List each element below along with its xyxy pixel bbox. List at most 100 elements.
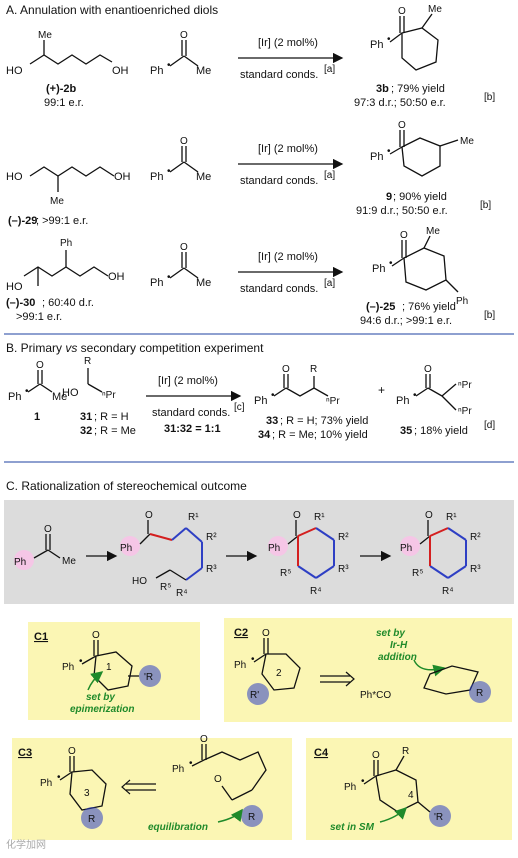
- arrow-row3: [Ir] (2 mol%) standard conds. [a]: [238, 251, 344, 295]
- svg-text:Me: Me: [50, 196, 64, 207]
- arrow-b: [Ir] (2 mol%) standard conds. [c] 31:32 …: [146, 375, 245, 435]
- svg-text:O: O: [398, 6, 406, 17]
- svg-text:R³: R³: [206, 564, 217, 575]
- acetophenone-row2: Ph • O Me: [150, 136, 211, 183]
- svg-text:standard conds.: standard conds.: [152, 407, 230, 419]
- prod-3b-name: 3b: [376, 83, 389, 95]
- svg-text:Ph: Ph: [344, 782, 356, 793]
- svg-text:set by: set by: [86, 692, 115, 703]
- svg-text:Me: Me: [62, 556, 76, 567]
- svg-text:; R = Me: ; R = Me: [94, 425, 136, 437]
- svg-text:R: R: [248, 812, 255, 823]
- svg-text:standard conds.: standard conds.: [240, 175, 318, 187]
- svg-text:Ph: Ph: [60, 238, 72, 249]
- svg-text:33: 33: [266, 415, 278, 427]
- svg-text:[b]: [b]: [484, 92, 495, 103]
- svg-text:[b]: [b]: [480, 200, 491, 211]
- svg-text:•: •: [79, 656, 83, 667]
- section-a-title: A. Annulation with enantioenriched diols: [6, 3, 218, 17]
- svg-text:HO: HO: [6, 65, 23, 77]
- svg-text:Ph: Ph: [8, 391, 21, 403]
- svg-text:•: •: [189, 758, 193, 769]
- svg-text:O: O: [400, 230, 408, 241]
- svg-text:2: 2: [276, 668, 282, 679]
- svg-text:91:9 d.r.; 50:50 e.r.: 91:9 d.r.; 50:50 e.r.: [356, 205, 448, 217]
- svg-text:Ph: Ph: [150, 277, 163, 289]
- svg-text:Ir-H: Ir-H: [390, 640, 408, 651]
- svg-text:R²: R²: [206, 532, 217, 543]
- arrow-row2: [Ir] (2 mol%) standard conds. [a]: [238, 143, 344, 187]
- svg-text:HO: HO: [62, 387, 79, 399]
- svg-text:O: O: [200, 734, 208, 745]
- svg-text:; 18% yield: ; 18% yield: [414, 425, 468, 437]
- svg-text:[Ir] (2 mol%): [Ir] (2 mol%): [258, 143, 318, 155]
- svg-text:35: 35: [400, 425, 412, 437]
- svg-text:Ph: Ph: [234, 660, 246, 671]
- svg-text:[b]: [b]: [484, 310, 495, 321]
- panel-c1: C1 Ph • O 1 'R set by epimerization: [28, 622, 200, 720]
- svg-text:C3: C3: [18, 747, 32, 759]
- svg-text:[Ir] (2 mol%): [Ir] (2 mol%): [258, 37, 318, 49]
- svg-text:; >99:1 e.r.: ; >99:1 e.r.: [36, 215, 88, 227]
- product-35: Ph • O ⁿPr ⁿPr 35 ; 18% yield [d]: [396, 364, 495, 437]
- svg-text:C4: C4: [314, 747, 329, 759]
- sm-30-name: (–)-30: [6, 297, 35, 309]
- svg-text:>99:1 e.r.: >99:1 e.r.: [16, 311, 62, 323]
- svg-text:ⁿPr: ⁿPr: [326, 396, 340, 407]
- svg-text:R: R: [88, 814, 95, 825]
- svg-text:ⁿPr: ⁿPr: [458, 406, 472, 417]
- svg-text:R⁴: R⁴: [442, 586, 454, 597]
- products-33-34: Ph • O R ⁿPr 33 ; R = H; 73% yield 34 ; …: [254, 364, 368, 441]
- diol-30: HO Ph OH (–)-30 ; 60:40 d.r. >99:1 e.r.: [6, 238, 125, 323]
- mech-cyclohexene: Ph O R¹ R² R³ R⁴ R⁵: [268, 510, 349, 597]
- svg-text:standard conds.: standard conds.: [240, 69, 318, 81]
- svg-text:O: O: [398, 120, 406, 131]
- svg-text:Ph: Ph: [254, 395, 267, 407]
- svg-text:; 76% yield: ; 76% yield: [402, 301, 456, 313]
- svg-text:R⁵: R⁵: [412, 568, 423, 579]
- svg-text:O: O: [36, 360, 44, 371]
- svg-text:Me: Me: [52, 391, 67, 403]
- svg-text:1: 1: [34, 411, 40, 423]
- svg-text:R: R: [310, 364, 317, 375]
- svg-text:Me: Me: [196, 277, 211, 289]
- svg-text:O: O: [372, 750, 380, 761]
- svg-text:Ph: Ph: [396, 395, 409, 407]
- svg-text:[a]: [a]: [324, 64, 335, 75]
- svg-text:O: O: [180, 242, 188, 253]
- svg-text:Me: Me: [196, 171, 211, 183]
- svg-text:set by: set by: [376, 628, 405, 639]
- svg-text:O: O: [180, 136, 188, 147]
- svg-text:HO: HO: [132, 576, 147, 587]
- svg-text:R⁵: R⁵: [280, 568, 291, 579]
- arrow-row1: [Ir] (2 mol%) standard conds. [a]: [238, 37, 344, 81]
- svg-text:Me: Me: [426, 226, 440, 237]
- svg-text:Ph: Ph: [150, 171, 163, 183]
- product-9: Ph • O Me 9 ; 90% yield 91:9 d.r.; 50:50…: [356, 120, 491, 217]
- svg-text:OH: OH: [108, 271, 125, 283]
- svg-text:R': R': [250, 690, 259, 701]
- svg-text:ⁿPr: ⁿPr: [102, 390, 116, 401]
- alcohols-31-32: R HO ⁿPr 31 ; R = H 32 ; R = Me: [62, 356, 136, 437]
- diol-2b: Me HO OH (+)-2b 99:1 e.r.: [6, 30, 129, 109]
- svg-text:Ph: Ph: [370, 39, 383, 51]
- svg-text:[d]: [d]: [484, 420, 495, 431]
- svg-text:O: O: [92, 630, 100, 641]
- sm-29-name: (–)-29: [8, 215, 37, 227]
- svg-text:•: •: [167, 60, 171, 71]
- svg-text:O: O: [44, 524, 52, 535]
- svg-text:32: 32: [80, 425, 92, 437]
- svg-text:C1: C1: [34, 631, 48, 643]
- svg-text:R³: R³: [338, 564, 349, 575]
- svg-text:Me: Me: [196, 65, 211, 77]
- svg-text:; 90% yield: ; 90% yield: [393, 191, 447, 203]
- svg-text:•: •: [389, 258, 393, 269]
- svg-text:Ph: Ph: [400, 543, 412, 554]
- svg-text:97:3 d.r.; 50:50 e.r.: 97:3 d.r.; 50:50 e.r.: [354, 97, 446, 109]
- svg-text:standard conds.: standard conds.: [240, 283, 318, 295]
- svg-text:1: 1: [106, 662, 112, 673]
- svg-text:R: R: [476, 688, 483, 699]
- mech-cyclohexane: Ph O R¹ R² R³ R⁴ R⁵: [400, 510, 481, 597]
- svg-text:Me: Me: [460, 136, 474, 147]
